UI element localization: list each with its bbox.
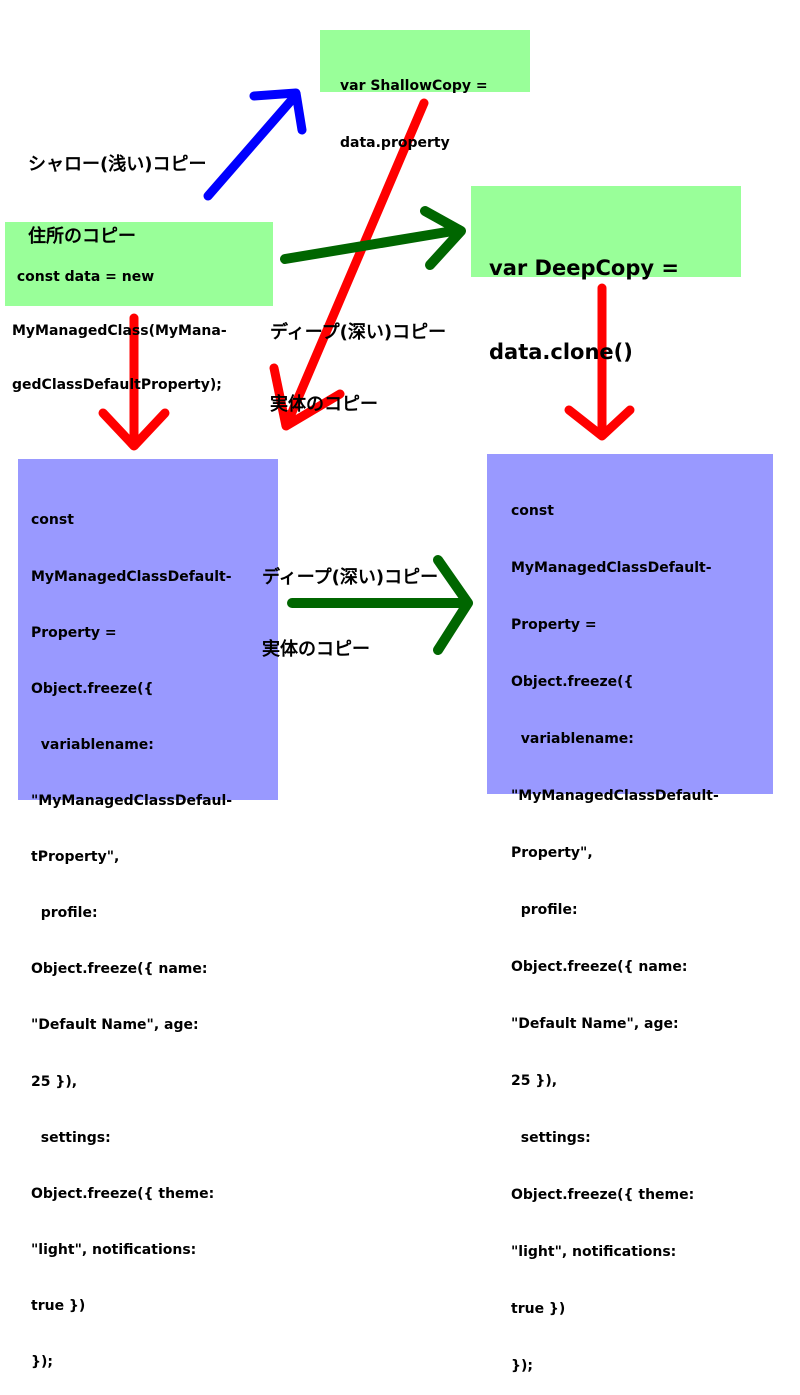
code-line: Property",: [511, 845, 593, 861]
code-line: Object.freeze({ name:: [511, 959, 688, 975]
data-to-left-object-arrow: [98, 313, 170, 451]
label-line: 実体のコピー: [270, 394, 378, 415]
code-line: Object.freeze({: [511, 674, 634, 690]
deep-copy-to-right-object-arrow: [564, 283, 635, 441]
deep-copy-arrow: [280, 206, 466, 270]
code-line: MyManagedClassDefault-: [511, 560, 712, 576]
code-line: variablename:: [511, 731, 634, 747]
code-line: 25 }),: [31, 1073, 78, 1090]
code-line: settings:: [511, 1130, 591, 1146]
code-line: "Default Name", age:: [31, 1017, 199, 1034]
code-line: profile:: [31, 905, 98, 922]
code-line: const: [31, 512, 74, 529]
code-line: tProperty",: [31, 849, 120, 866]
code-line: Property =: [31, 624, 117, 641]
code-line: });: [31, 1354, 53, 1371]
shallow-copy-box: var ShallowCopy = data.property: [320, 30, 530, 151]
code-line: "MyManagedClassDefaul-: [31, 792, 233, 809]
data-declaration-box: const data = new MyManagedClass(MyMana- …: [5, 222, 273, 393]
code-line: true }): [31, 1297, 86, 1314]
label-line: 実体のコピー: [262, 639, 370, 660]
code-line: const data = new: [12, 269, 155, 285]
code-line: gedClassDefaultProperty);: [12, 377, 222, 393]
code-line: MyManagedClassDefault-: [31, 568, 232, 585]
code-line: Property =: [511, 617, 597, 633]
code-line: "light", notifications:: [511, 1244, 677, 1260]
default-property-box-left: const MyManagedClassDefault- Property = …: [18, 459, 278, 1370]
code-line: variablename:: [31, 736, 154, 753]
code-line: Object.freeze({: [31, 680, 154, 697]
code-line: "MyManagedClassDefault-: [511, 788, 719, 804]
reference-arrow: [269, 98, 429, 431]
code-line: Object.freeze({ theme:: [511, 1187, 695, 1203]
code-line: data.property: [340, 135, 450, 151]
code-line: "light", notifications:: [31, 1241, 197, 1258]
shallow-copy-label: シャロー(浅い)コピー 住所のコピー: [28, 105, 206, 273]
label-line: ディープ(深い)コピー: [270, 322, 447, 343]
code-line: const: [511, 503, 554, 519]
label-line: ディープ(深い)コピー: [262, 567, 439, 588]
shallow-copy-arrow: [203, 88, 307, 201]
code-line: profile:: [511, 902, 578, 918]
deep-copy-box: var DeepCopy = data.clone(): [471, 186, 741, 364]
code-line: var ShallowCopy =: [340, 78, 488, 94]
deep-copy-label-bottom: ディープ(深い)コピー 実体のコピー: [262, 518, 438, 686]
code-line: var DeepCopy =: [489, 256, 679, 280]
code-line: settings:: [31, 1129, 111, 1146]
deep-copy-label-top: ディープ(深い)コピー 実体のコピー: [270, 273, 446, 441]
label-line: 住所のコピー: [28, 226, 136, 247]
label-line: シャロー(浅い)コピー: [28, 154, 207, 175]
code-line: true }): [511, 1301, 566, 1317]
code-line: Object.freeze({ theme:: [31, 1185, 215, 1202]
object-copy-arrow: [287, 555, 473, 655]
code-line: });: [511, 1358, 533, 1374]
code-line: "Default Name", age:: [511, 1016, 679, 1032]
code-line: data.clone(): [489, 340, 633, 364]
default-property-box-right: const MyManagedClassDefault- Property = …: [487, 454, 773, 1374]
code-line: MyManagedClass(MyMana-: [12, 323, 227, 339]
code-line: 25 }),: [511, 1073, 558, 1089]
code-line: Object.freeze({ name:: [31, 961, 208, 978]
arrows-layer: [98, 88, 635, 655]
